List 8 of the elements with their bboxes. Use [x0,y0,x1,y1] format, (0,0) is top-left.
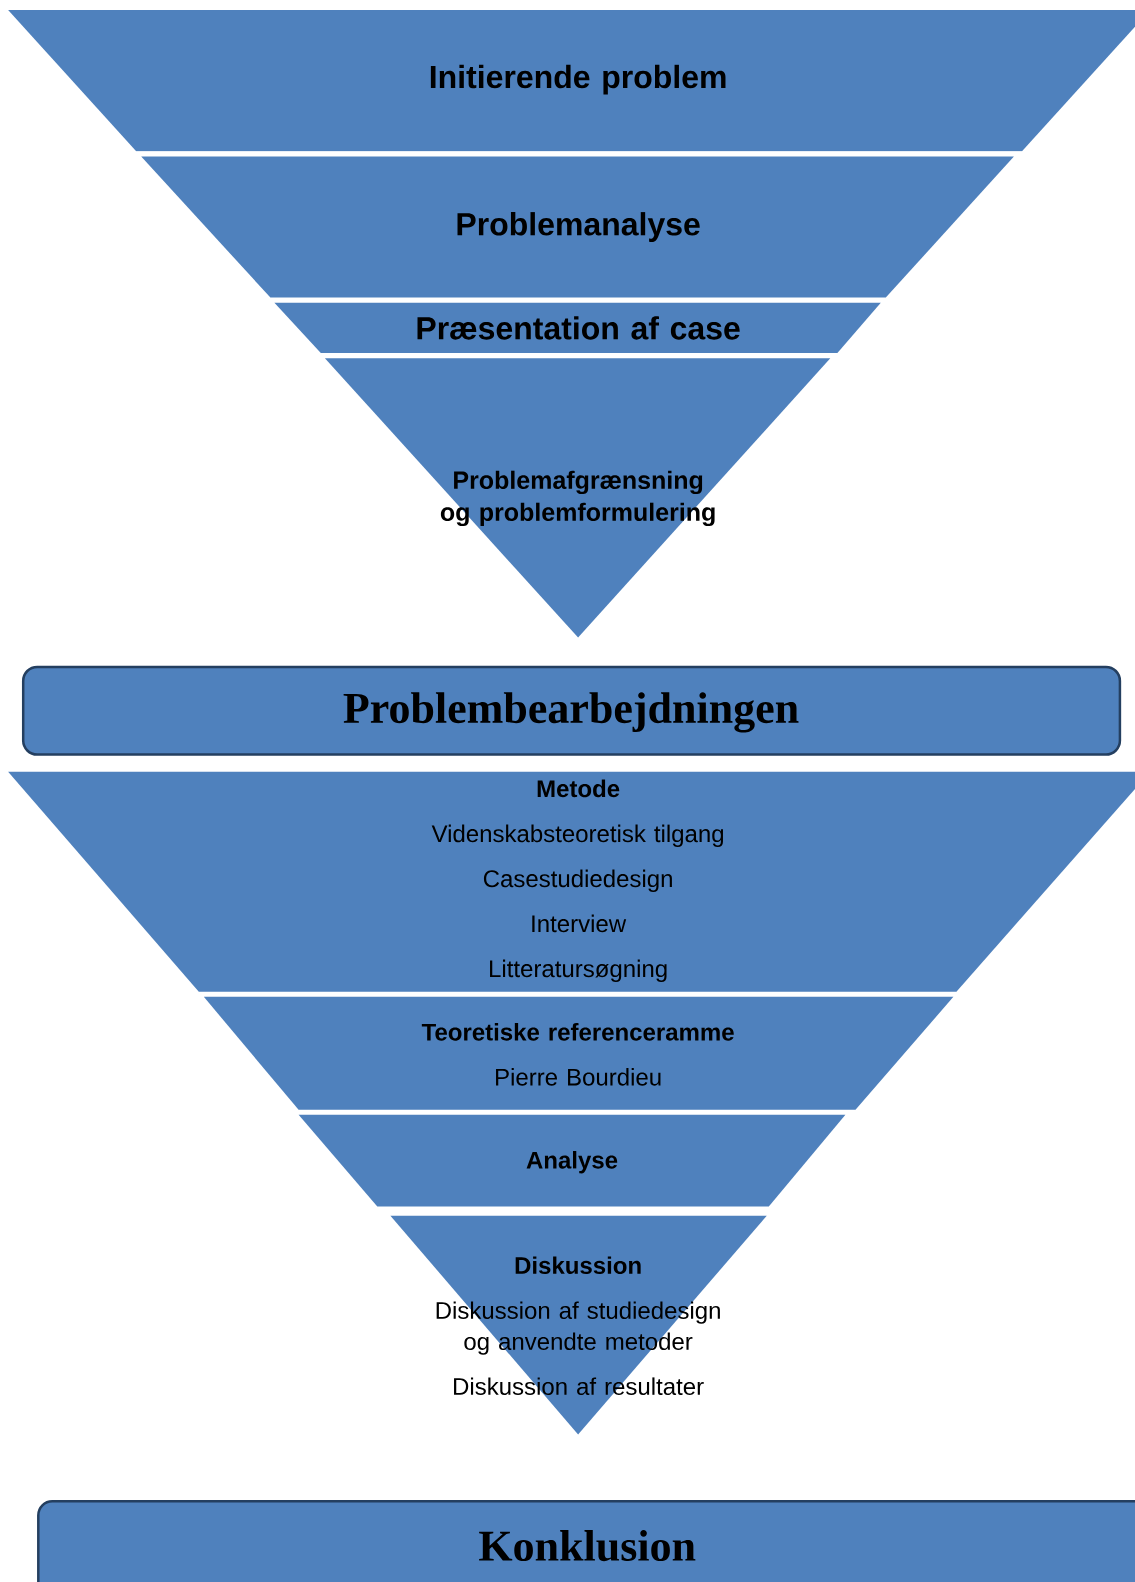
banner-box: Konklusion [37,1499,1135,1582]
banner-box: Problembearbejdningen [21,665,1122,756]
funnel-segment: Analyse [298,1114,846,1207]
funnel-segment: Initierende problem [8,10,1135,152]
funnel-segment: Metode Videnskabsteoretisk tilgang Casestudiedesign Interview Litteratursøgning [8,771,1135,992]
funnel-segment: Teoretiske referenceramme Pierre Bourdieu [203,996,954,1110]
funnel-segment: Problemanalyse [141,156,1014,298]
funnel-segment: Præsentation af case [274,302,881,354]
